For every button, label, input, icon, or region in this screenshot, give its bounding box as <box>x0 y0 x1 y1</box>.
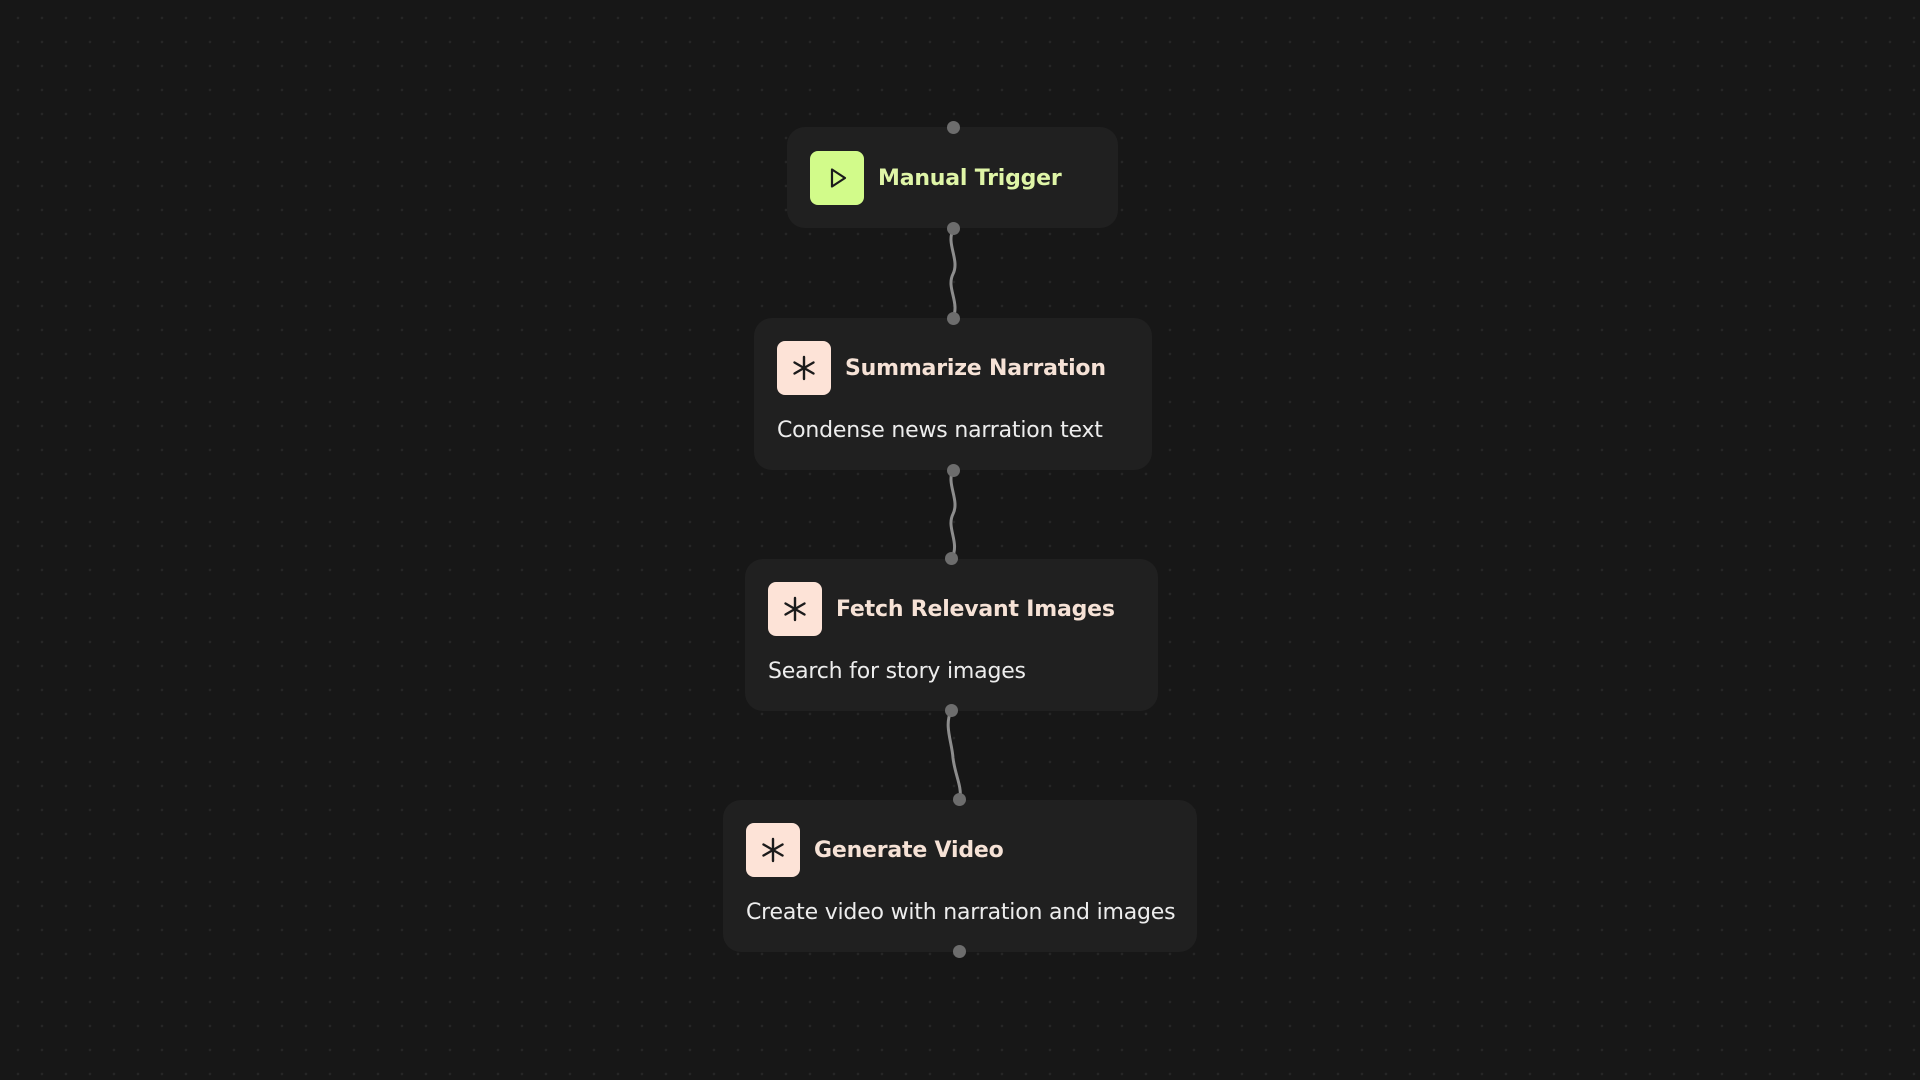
play-icon <box>810 151 864 205</box>
node-title: Generate Video <box>814 837 1004 863</box>
node-header: Generate Video <box>746 823 1174 877</box>
input-handle[interactable] <box>945 552 958 565</box>
node-summarize-narration[interactable]: Summarize Narration Condense news narrat… <box>754 318 1152 470</box>
output-handle[interactable] <box>945 704 958 717</box>
sparkle-icon <box>768 582 822 636</box>
node-manual-trigger[interactable]: Manual Trigger <box>787 127 1118 228</box>
node-description: Search for story images <box>768 659 1026 684</box>
node-header: Summarize Narration <box>777 341 1129 395</box>
sparkle-icon <box>777 341 831 395</box>
input-handle[interactable] <box>953 793 966 806</box>
input-handle[interactable] <box>947 312 960 325</box>
edge-fetch-to-generate[interactable] <box>946 709 962 801</box>
edge-summarize-to-fetch[interactable] <box>949 468 957 560</box>
output-handle[interactable] <box>953 945 966 958</box>
node-generate-video[interactable]: Generate Video Create video with narrati… <box>723 800 1197 952</box>
node-description: Create video with narration and images <box>746 900 1176 925</box>
node-title: Manual Trigger <box>878 165 1062 191</box>
input-handle[interactable] <box>947 121 960 134</box>
node-header: Manual Trigger <box>810 151 1095 205</box>
sparkle-icon <box>746 823 800 877</box>
output-handle[interactable] <box>947 464 960 477</box>
node-title: Summarize Narration <box>845 355 1106 381</box>
node-fetch-relevant-images[interactable]: Fetch Relevant Images Search for story i… <box>745 559 1158 711</box>
edge-trigger-to-summarize[interactable] <box>949 228 957 320</box>
node-title: Fetch Relevant Images <box>836 596 1115 622</box>
node-header: Fetch Relevant Images <box>768 582 1135 636</box>
output-handle[interactable] <box>947 222 960 235</box>
node-description: Condense news narration text <box>777 418 1103 443</box>
